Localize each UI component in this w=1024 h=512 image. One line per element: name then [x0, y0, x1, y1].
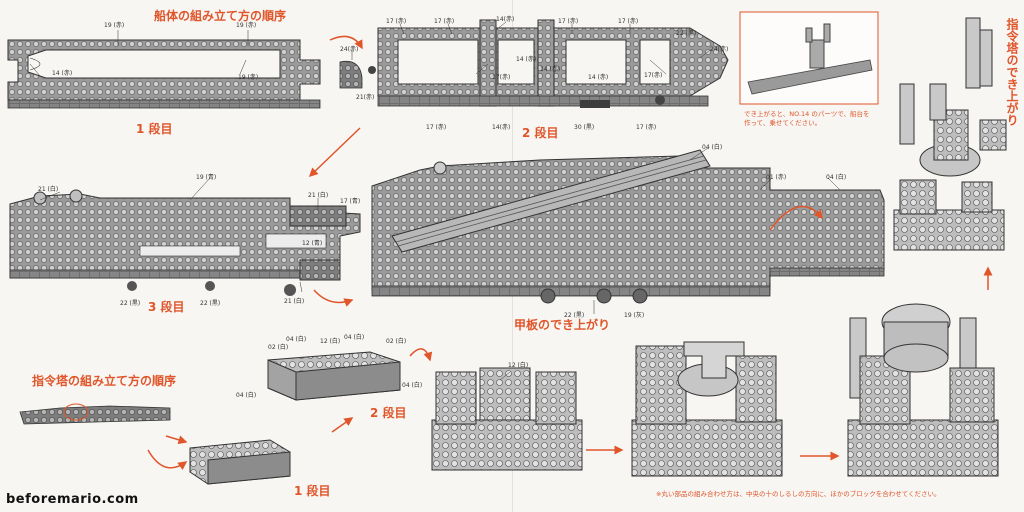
- hull-order-title: 船体の組み立て方の順序: [154, 9, 287, 23]
- part-label: 14 (赤): [516, 56, 537, 63]
- part-label: 12 (白): [320, 338, 341, 345]
- photo-note: でき上がると、NO.14 のパーツで、船台を作って、乗せてください。: [744, 110, 870, 127]
- part-label: 14(赤): [496, 16, 515, 23]
- part-label: 17 (赤): [434, 18, 455, 25]
- part-label: 22 (黒): [564, 312, 585, 319]
- part-label: 19 (赤): [104, 22, 125, 29]
- part-label: 19 (赤): [236, 22, 257, 29]
- part-label: 21 (白): [38, 186, 59, 193]
- part-label: 02 (白): [268, 344, 289, 351]
- deck-complete-title: 甲板のでき上がり: [514, 318, 611, 332]
- tower-location-ship: [19, 403, 171, 425]
- part-label: 04 (白): [826, 174, 847, 181]
- part-label: 17 (赤): [558, 18, 579, 25]
- part-label: 14 (赤): [52, 70, 73, 77]
- part-label: 19 (青): [196, 174, 217, 181]
- hull-step1-model: [7, 39, 363, 109]
- part-label: 02 (白): [386, 338, 407, 345]
- hull-step1-label: 1 段目: [136, 122, 173, 136]
- tower-complete-model: [893, 17, 1007, 251]
- part-label: 04 (白): [702, 144, 723, 151]
- part-label: 14(赤): [492, 124, 511, 131]
- tower-order-title: 指令塔の組み立て方の順序: [32, 374, 177, 388]
- part-label: 24(赤): [340, 46, 359, 53]
- part-label: 21 (白): [284, 298, 305, 305]
- part-label: 17(赤): [644, 72, 663, 79]
- part-label: 21 (白): [308, 192, 329, 199]
- tower-step1-label: 1 段目: [294, 484, 331, 498]
- flow-arrows: [147, 35, 993, 471]
- part-label: 22 (黒): [676, 30, 697, 37]
- leader-lines: [29, 21, 841, 381]
- part-label: 14 (赤): [540, 66, 561, 73]
- part-label: 12 (白): [508, 362, 529, 369]
- footnote: ※丸い部品の組み合わせ方は、中央の十のしるしの方向に、ほかのブロックを合わせてく…: [656, 490, 941, 498]
- part-label: 17(赤): [492, 74, 511, 81]
- tower-complete-title: 指令塔のでき上がり: [1005, 18, 1019, 126]
- tower-step2-brick: [267, 351, 401, 401]
- part-label: 17 (赤): [618, 18, 639, 25]
- tower-step2-label: 2 段目: [370, 406, 407, 420]
- part-label: 17 (青): [340, 198, 361, 205]
- part-label: 17 (赤): [636, 124, 657, 131]
- part-label: 04 (白): [236, 392, 257, 399]
- watermark: beforemario.com: [6, 492, 139, 507]
- part-label: 17 (赤): [426, 124, 447, 131]
- part-label: 12 (青): [302, 240, 323, 247]
- hull-step2-label: 2 段目: [522, 126, 559, 140]
- part-label: 19 (赤): [238, 74, 259, 81]
- hull-step3-label: 3 段目: [148, 300, 185, 314]
- part-label: 17 (赤): [386, 18, 407, 25]
- hull-step3-model: [9, 189, 361, 296]
- deck-complete-model: [371, 149, 885, 304]
- part-label: 04 (白): [344, 334, 365, 341]
- tower-step5-model: [847, 303, 999, 477]
- part-label: 01 (赤): [766, 174, 787, 181]
- part-label: 22 (黒): [200, 300, 221, 307]
- tower-step4-model: [631, 341, 783, 477]
- part-label: 21(赤): [356, 94, 375, 101]
- part-label: 04 (白): [286, 336, 307, 343]
- finished-ship-photo: [739, 11, 879, 105]
- part-label: 04 (白): [402, 382, 423, 389]
- part-label: 14 (赤): [588, 74, 609, 81]
- part-label: 22 (黒): [120, 300, 141, 307]
- part-label: 24(赤): [710, 46, 729, 53]
- tower-step3-model: [431, 367, 583, 471]
- hull-step2-model: [368, 19, 729, 108]
- part-label: 19 (灰): [624, 312, 645, 319]
- tower-step1-brick: [189, 439, 291, 485]
- part-label: 30 (黒): [574, 124, 595, 131]
